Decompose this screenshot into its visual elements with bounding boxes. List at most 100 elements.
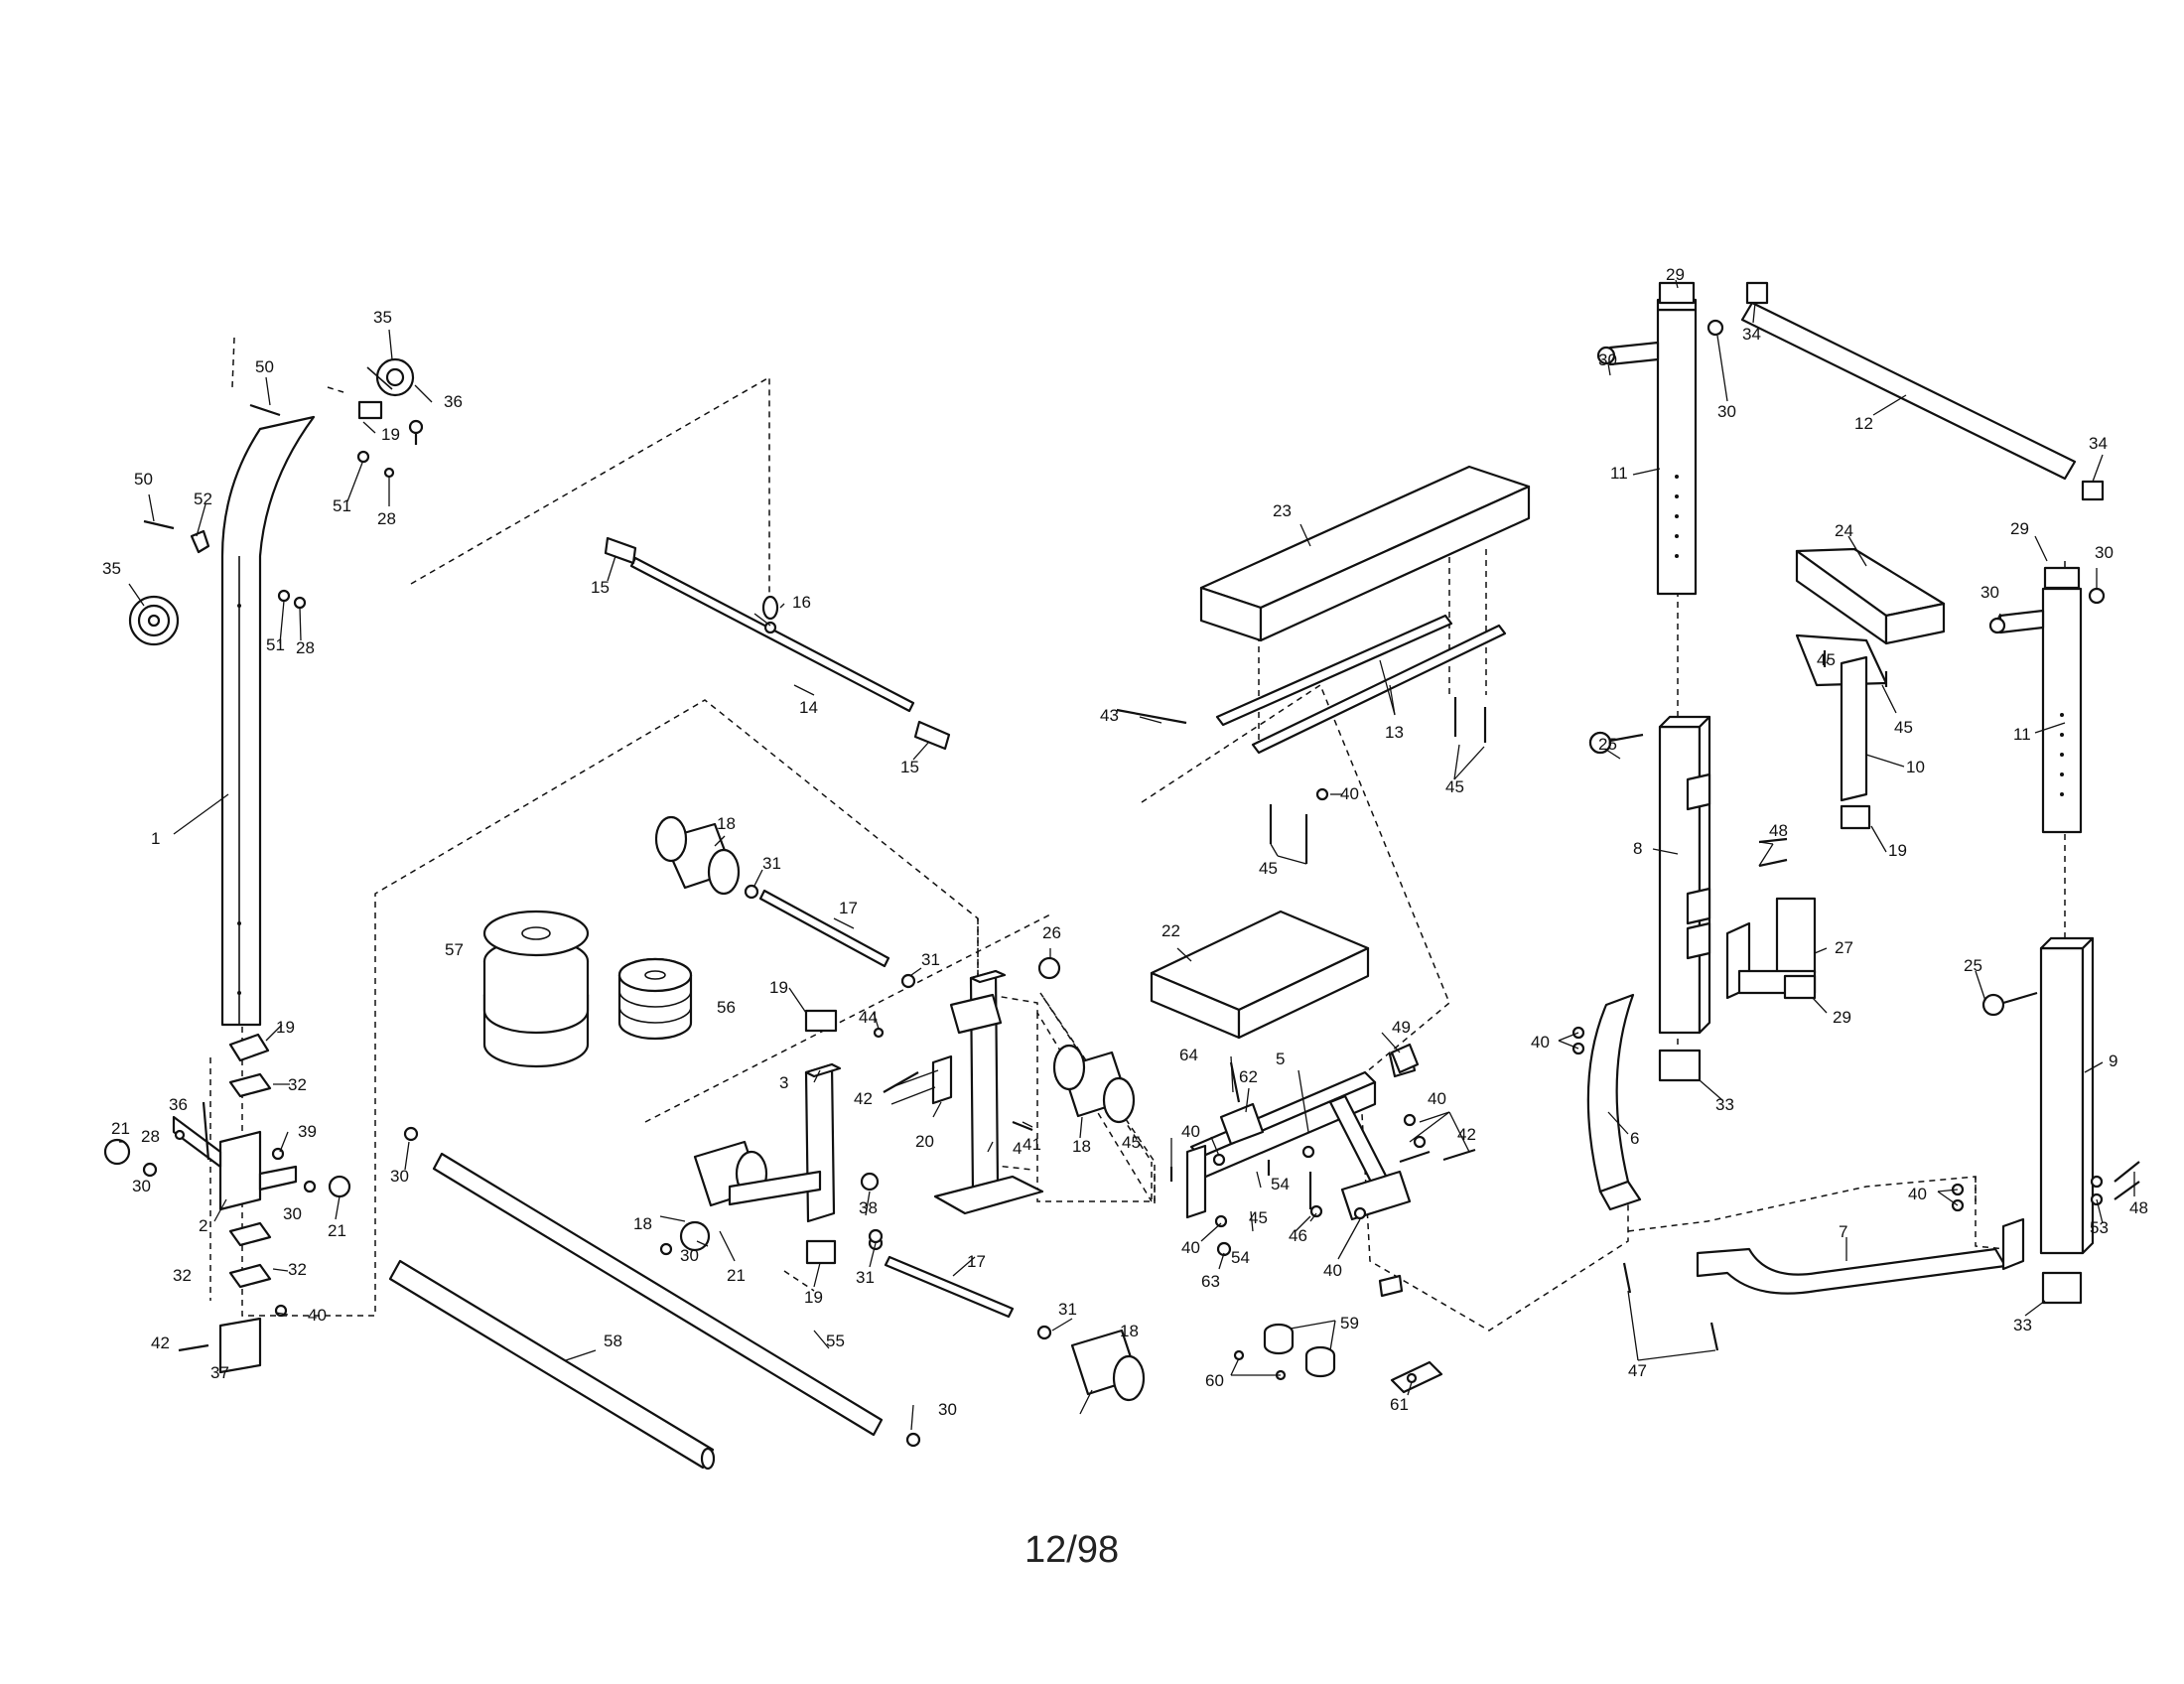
callout: 34 <box>2089 434 2108 453</box>
weight-plates-57 <box>482 910 590 1068</box>
callout: 4 <box>1013 1139 1022 1158</box>
callout: 23 <box>1273 501 1292 520</box>
callout: 17 <box>839 899 858 917</box>
callout: 48 <box>1769 821 1788 840</box>
callout: 9 <box>2109 1052 2117 1070</box>
callout: 30 <box>390 1167 409 1186</box>
callout: 62 <box>1239 1067 1258 1086</box>
callout: 51 <box>333 496 351 515</box>
callout: 6 <box>1630 1129 1639 1148</box>
callout: 20 <box>915 1132 934 1151</box>
part-23-seat-pad <box>1116 465 1531 864</box>
callout: 17 <box>967 1252 986 1271</box>
callout: 36 <box>444 392 463 411</box>
callout: 28 <box>141 1127 160 1146</box>
callout: 5 <box>1276 1050 1285 1068</box>
part-callouts: 35 50 36 19 51 28 50 52 35 51 28 1 19 21… <box>102 265 2148 1419</box>
callout: 45 <box>1894 718 1913 737</box>
callout: 11 <box>1610 464 1628 483</box>
callout: 31 <box>921 950 940 969</box>
callout: 30 <box>938 1400 957 1419</box>
part-5-main-frame <box>1169 1047 1476 1298</box>
callout: 19 <box>769 978 788 997</box>
callout: 18 <box>1072 1137 1091 1156</box>
callout: 31 <box>1058 1300 1077 1319</box>
callout: 51 <box>266 635 285 654</box>
callout: 30 <box>1980 583 1999 602</box>
callout: 12 <box>1854 414 1873 433</box>
callout: 27 <box>1835 938 1853 957</box>
rollers-and-rods <box>654 815 1146 1402</box>
part-9-column <box>1951 936 2140 1305</box>
callout: 3 <box>779 1073 788 1092</box>
part-4-base-post <box>873 956 1061 1215</box>
part-2-bottom-bracket <box>103 1033 351 1374</box>
callout: 61 <box>1390 1395 1409 1414</box>
callout: 30 <box>1717 402 1736 421</box>
part-14-bar <box>604 536 951 751</box>
callout: 18 <box>717 814 736 833</box>
callout: 32 <box>173 1266 192 1285</box>
callout: 50 <box>134 470 153 489</box>
callout: 15 <box>900 758 919 776</box>
callout: 19 <box>381 425 400 444</box>
callout: 36 <box>169 1095 188 1114</box>
part-11-upper-column-left <box>1596 281 1724 596</box>
callout: 42 <box>151 1333 170 1352</box>
callout: 37 <box>210 1363 229 1382</box>
callout: 18 <box>633 1214 652 1233</box>
callout: 43 <box>1100 706 1119 725</box>
callout: 40 <box>1531 1033 1550 1052</box>
callout: 40 <box>1428 1089 1446 1108</box>
callout: 33 <box>2013 1316 2032 1334</box>
callout: 25 <box>1964 956 1982 975</box>
callout: 40 <box>1908 1185 1927 1203</box>
callout: 50 <box>255 357 274 376</box>
callout: 29 <box>1833 1008 1851 1027</box>
callout: 45 <box>1249 1208 1268 1227</box>
callout: 57 <box>445 940 464 959</box>
callout: 53 <box>2090 1218 2109 1237</box>
callout: 49 <box>1392 1018 1411 1037</box>
pulley-35-left <box>128 595 180 646</box>
top-left-hardware <box>143 403 424 610</box>
part-8-main-column <box>1588 715 1711 1082</box>
callout: 30 <box>1598 351 1617 369</box>
callout: 41 <box>1023 1135 1041 1154</box>
callout: 1 <box>151 829 160 848</box>
callout: 45 <box>1122 1133 1141 1152</box>
part-27-bracket <box>1725 837 1817 1000</box>
callout: 13 <box>1385 723 1404 742</box>
callout: 22 <box>1161 921 1180 940</box>
callout: 7 <box>1839 1222 1847 1241</box>
callout: 10 <box>1906 758 1925 776</box>
part-7-curved-base <box>1622 1217 2025 1351</box>
callout: 29 <box>2010 519 2029 538</box>
callout: 19 <box>1888 841 1907 860</box>
callout: 24 <box>1835 521 1853 540</box>
part-3-leg-upright <box>659 1009 884 1265</box>
callout: 48 <box>2129 1198 2148 1217</box>
callout: 39 <box>298 1122 317 1141</box>
callout: 54 <box>1271 1175 1290 1193</box>
callout: 58 <box>604 1332 622 1350</box>
callout: 21 <box>111 1119 130 1138</box>
callout: 54 <box>1231 1248 1250 1267</box>
callout: 38 <box>859 1198 878 1217</box>
callout: 44 <box>859 1008 878 1027</box>
callout: 26 <box>1042 923 1061 942</box>
callout: 35 <box>373 308 392 327</box>
callout: 14 <box>799 698 818 717</box>
part-24-pad <box>1795 547 1946 830</box>
leader-lines <box>119 279 2135 1431</box>
callout: 64 <box>1179 1046 1198 1064</box>
callout: 45 <box>1445 777 1464 796</box>
callout: 59 <box>1340 1314 1359 1333</box>
callout: 40 <box>1340 784 1359 803</box>
callout: 45 <box>1817 650 1836 669</box>
callout: 19 <box>276 1018 295 1037</box>
callout: 28 <box>377 509 396 528</box>
pulley-35-top <box>366 357 415 397</box>
callout: 33 <box>1715 1095 1734 1114</box>
callout: 32 <box>288 1260 307 1279</box>
